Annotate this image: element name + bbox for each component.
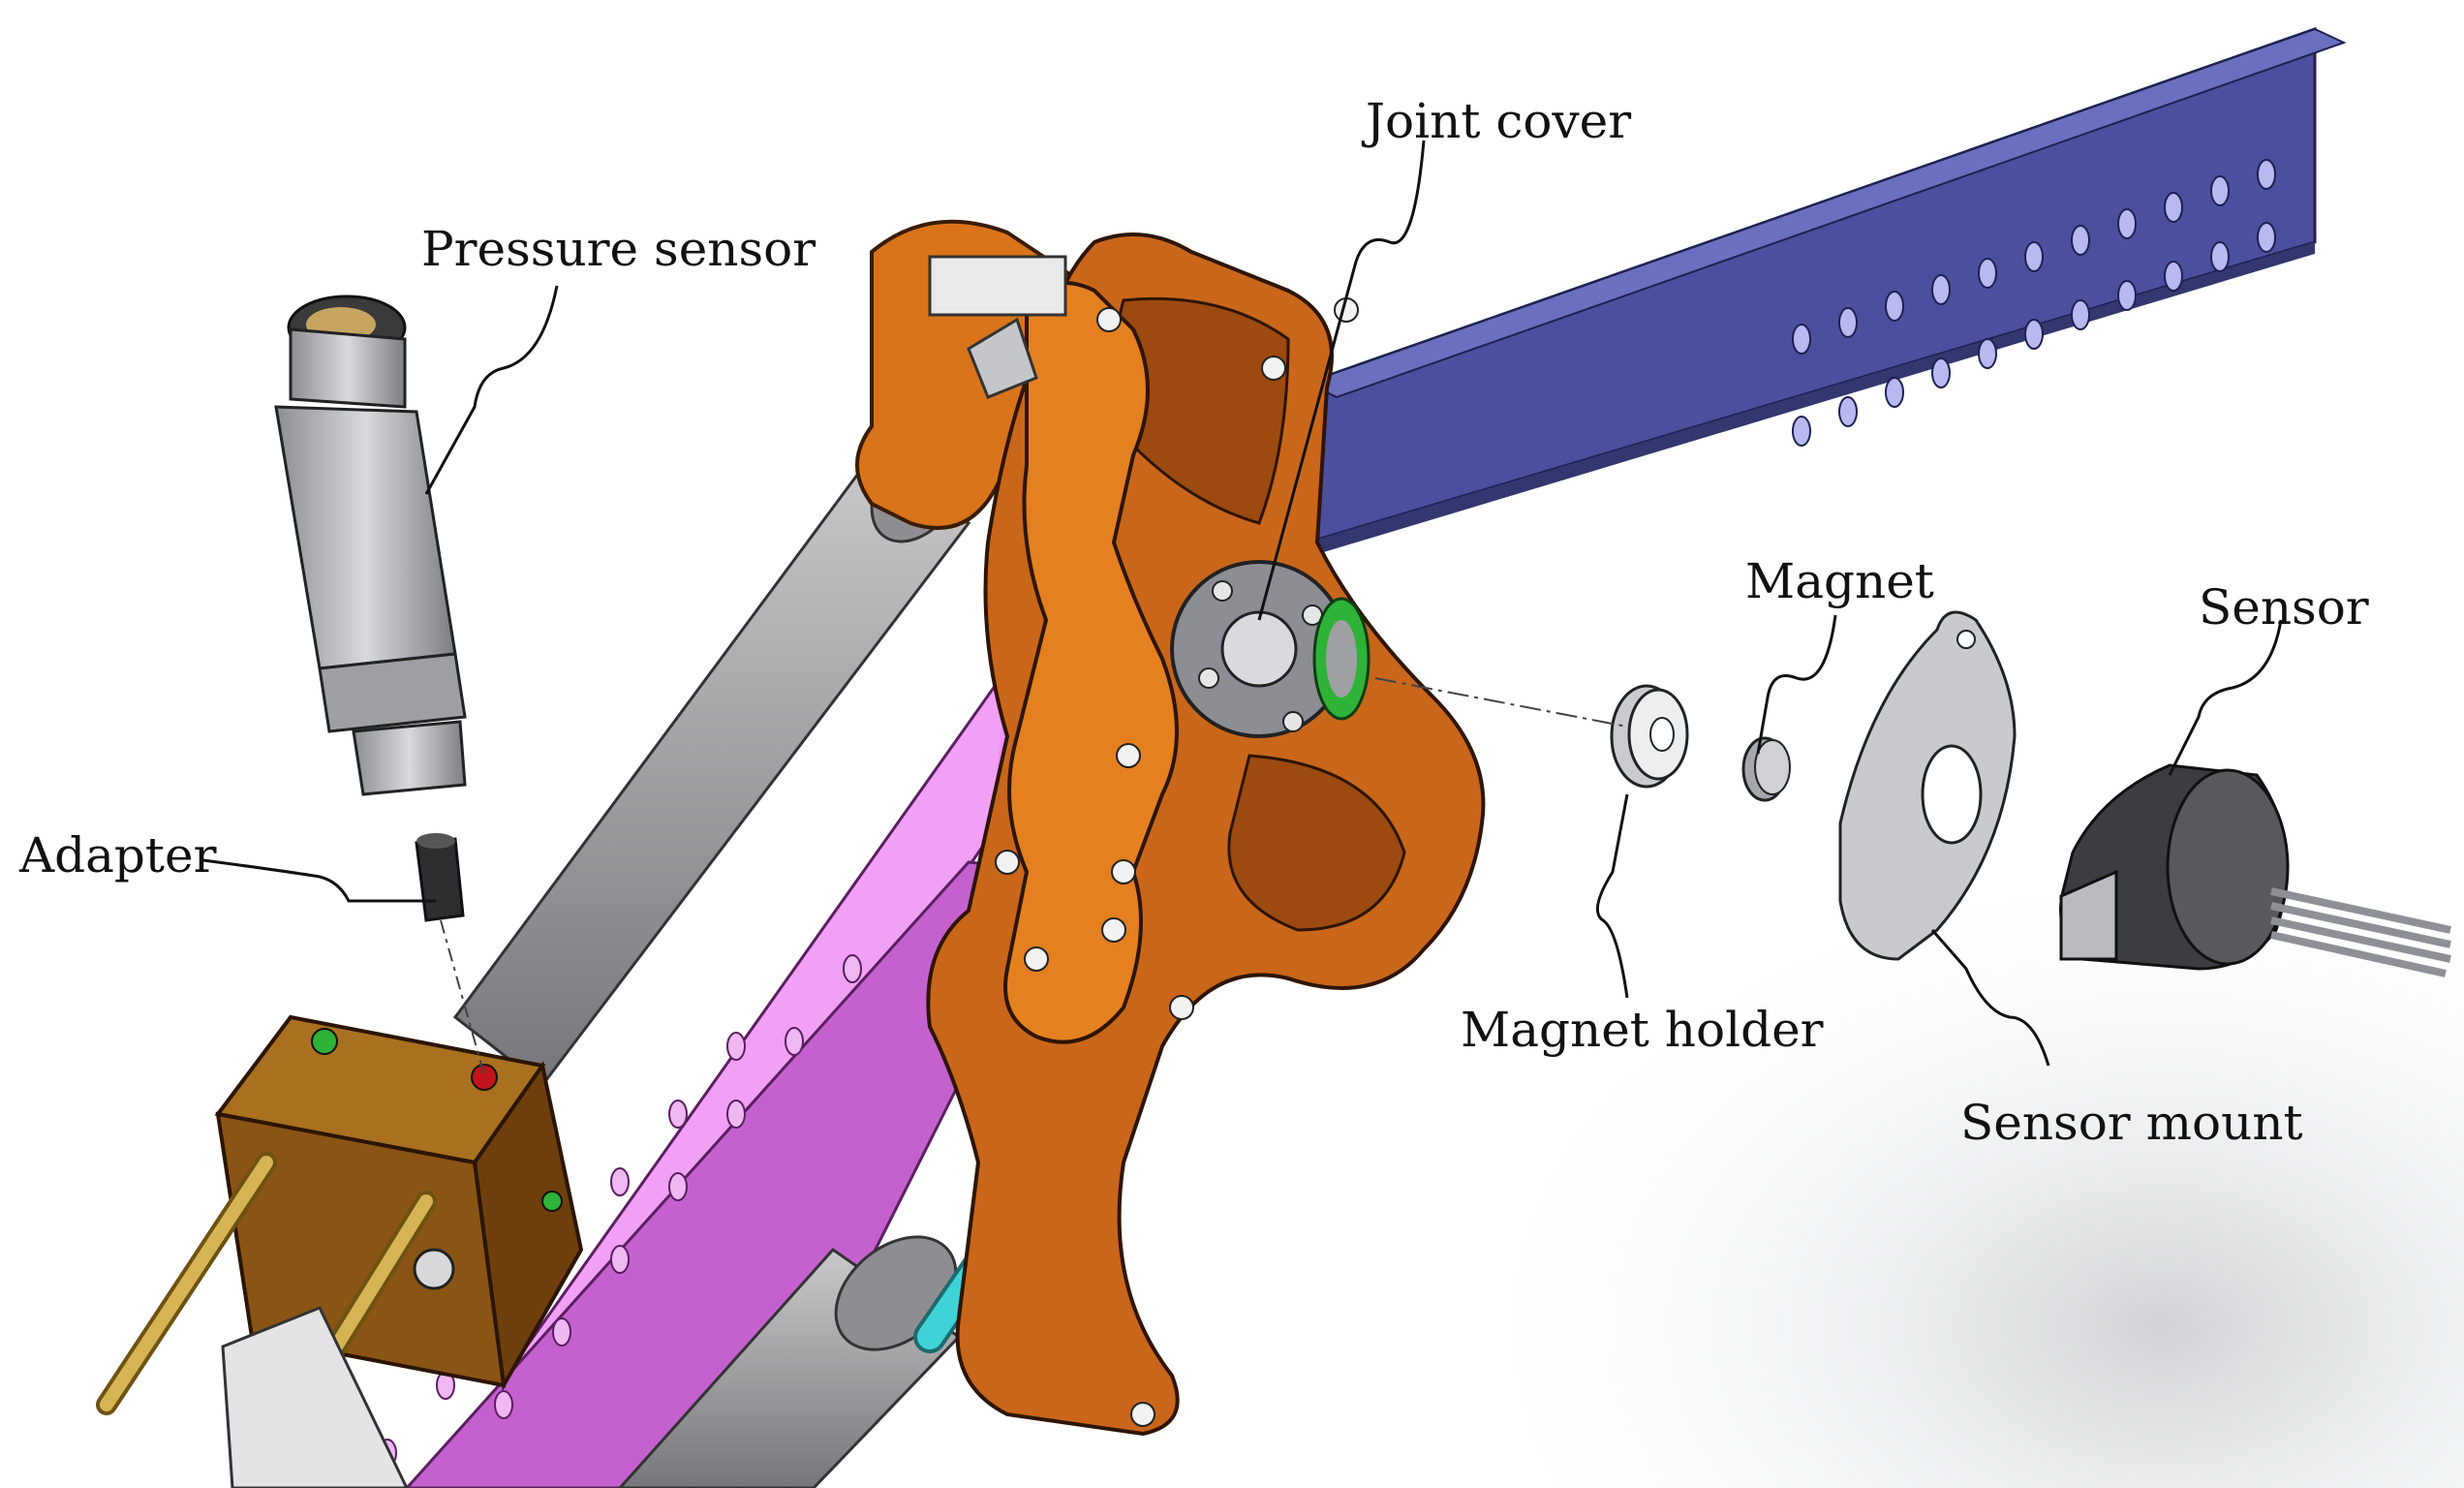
pressure-sensor-icon — [274, 294, 467, 796]
bolt-head — [995, 850, 1020, 875]
blue-link-hole — [1978, 338, 1997, 369]
leader-joint-cover — [1257, 140, 1426, 621]
label-adapter: Adapter — [19, 827, 217, 884]
blue-link-hole — [1838, 396, 1858, 427]
blue-link — [1305, 26, 2347, 557]
bolt-head — [1169, 995, 1194, 1020]
leader-pressure-sensor — [424, 285, 559, 495]
axis-line-adapter — [440, 919, 485, 1076]
blue-link-hole — [1792, 416, 1811, 447]
blue-link-hole — [2164, 261, 2183, 292]
magenta-link-hole — [726, 1032, 746, 1061]
axis-line-joint — [1374, 677, 1628, 728]
blue-link-hole — [1978, 258, 1997, 289]
bolt-head — [1116, 743, 1141, 768]
label-joint-cover: Joint cover — [1366, 93, 1632, 149]
joint-front-plate — [1003, 281, 1179, 1044]
label-sensor: Sensor — [2199, 579, 2369, 636]
blue-link-hole — [2024, 241, 2044, 272]
blue-link-hole — [2071, 225, 2090, 256]
top-pin — [928, 255, 1067, 399]
blue-link-hole — [2117, 208, 2137, 239]
blue-link-hole — [2071, 299, 2090, 330]
magenta-link-hole — [785, 1027, 804, 1056]
magenta-link-hole — [668, 1172, 688, 1201]
blue-link-hole — [2257, 222, 2276, 253]
blue-link-hole — [2210, 175, 2230, 206]
magenta-link-hole — [843, 954, 862, 983]
blue-link-hole — [2024, 319, 2044, 350]
magenta-link-hole — [726, 1100, 746, 1129]
blue-link-hole — [2210, 241, 2230, 272]
sensor-mount-icon — [1838, 610, 2017, 961]
magenta-link-hole — [610, 1167, 630, 1196]
bolt-head — [1261, 356, 1286, 381]
magenta-link-hole — [668, 1100, 688, 1129]
blue-link-holes — [1792, 159, 2276, 447]
blue-link-hole — [1838, 307, 1858, 338]
blue-link-hole — [2164, 192, 2183, 223]
magenta-link-hole — [610, 1245, 630, 1274]
sensor-icon — [2059, 763, 2451, 977]
bolt-head — [1024, 946, 1049, 972]
bolt-head — [1130, 1402, 1155, 1427]
leader-sensor — [2168, 619, 2283, 776]
manifold-block — [214, 1014, 584, 1392]
lower-bracket — [221, 1306, 409, 1488]
blue-link-hole — [2117, 280, 2137, 311]
blue-link-hole — [1931, 274, 1951, 305]
magnet-icon — [1741, 736, 1791, 802]
blue-link-hole — [1792, 324, 1811, 355]
blue-link-hole — [2257, 159, 2276, 190]
leader-adapter — [202, 858, 436, 903]
label-magnet-holder: Magnet holder — [1461, 1002, 1824, 1058]
leader-lines — [202, 140, 2283, 1067]
bolt-head — [1111, 859, 1136, 884]
magnet-holder-icon — [1610, 684, 1689, 789]
leader-sensor-mount — [1930, 929, 2050, 1067]
bolt-head — [1101, 917, 1126, 943]
magenta-link-hole — [494, 1390, 513, 1419]
adapter-icon — [415, 833, 465, 922]
joint-cover-part — [1170, 560, 1348, 738]
leader-magnet-holder — [1595, 793, 1629, 999]
leader-magnet — [1756, 614, 1837, 755]
blue-link-hole — [1885, 377, 1904, 408]
bolt-head — [1096, 307, 1122, 332]
label-pressure-sensor: Pressure sensor — [421, 221, 816, 277]
label-magnet: Magnet — [1745, 553, 1934, 609]
blue-link-hole — [1931, 357, 1951, 388]
blue-link-hole — [1885, 291, 1904, 322]
magenta-link-hole — [552, 1318, 571, 1347]
label-sensor-mount: Sensor mount — [1960, 1095, 2303, 1151]
joint-bolts — [995, 297, 1359, 1427]
